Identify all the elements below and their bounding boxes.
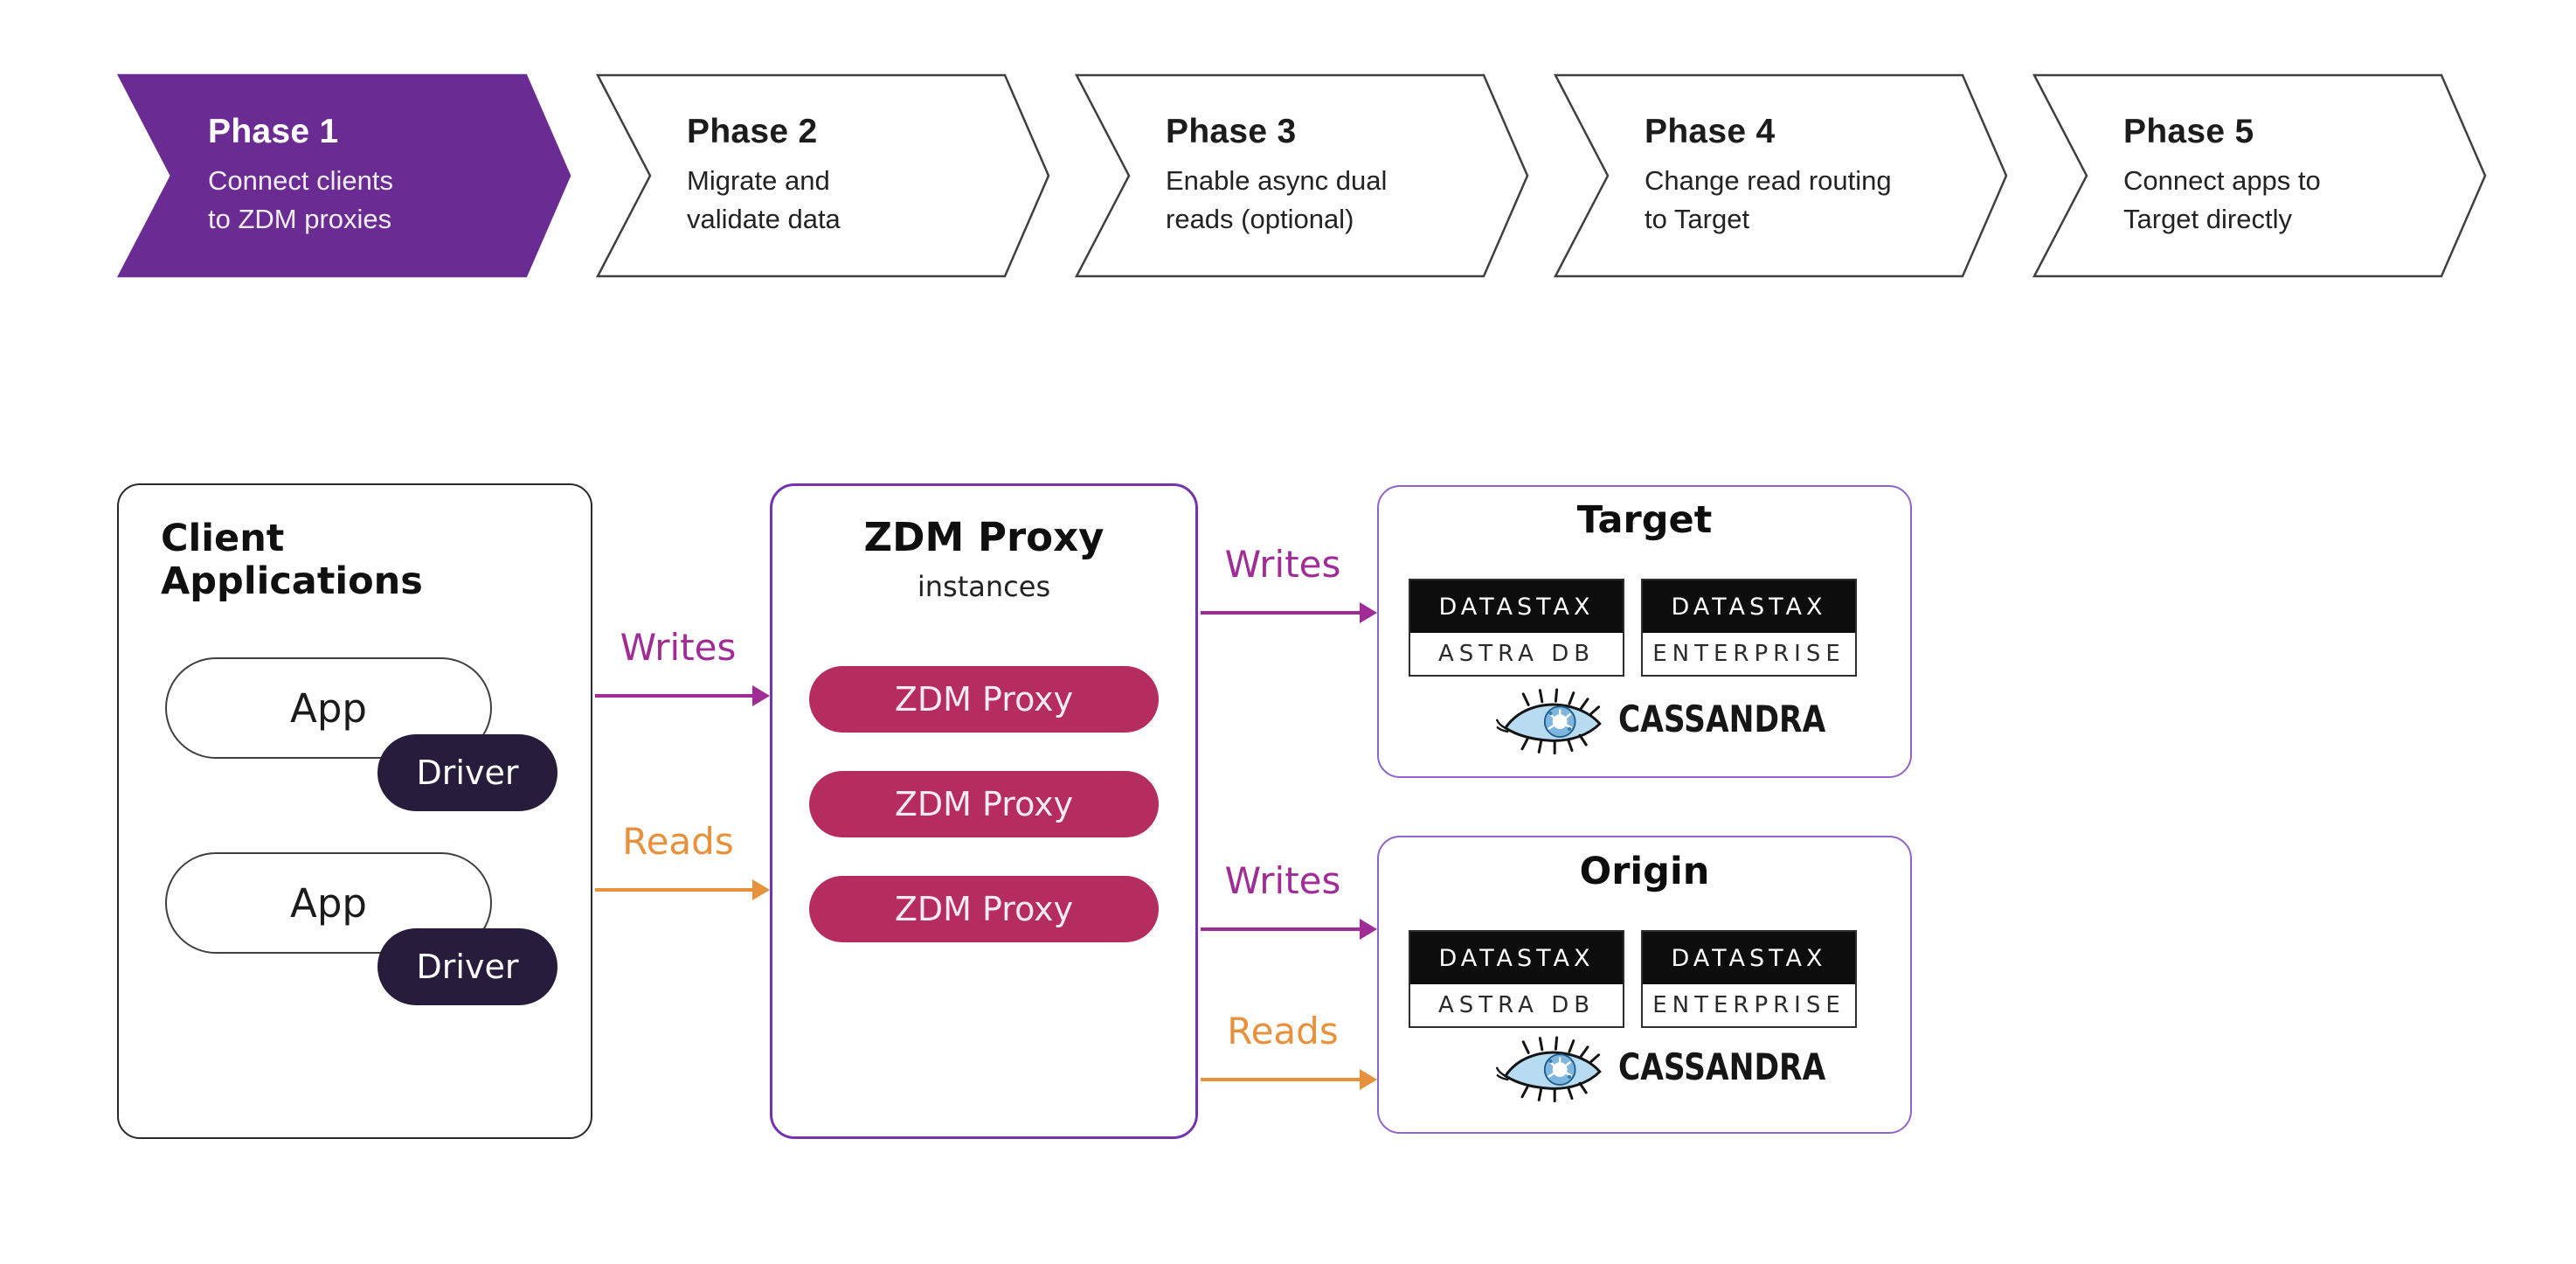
zdm-proxy-subtitle: instances — [917, 570, 1051, 603]
datastax-wordmark: DATASTAX — [1410, 580, 1623, 633]
datastax-enterprise-logo: DATASTAX ENTERPRISE — [1641, 579, 1857, 677]
chevron-shape — [117, 73, 571, 278]
zdm-proxy-title: ZDM Proxy — [863, 514, 1104, 560]
datastax-wordmark: DATASTAX — [1643, 580, 1855, 633]
astra-db-label: ASTRA DB — [1437, 641, 1596, 667]
zdm-proxy-instance: ZDM Proxy — [809, 666, 1159, 733]
writes-label: Writes — [1224, 543, 1341, 586]
writes-label: Writes — [1224, 859, 1341, 902]
chevron-shape — [596, 73, 1050, 278]
cassandra-eye-logo — [1496, 1036, 1602, 1103]
target-title: Target — [1576, 498, 1713, 542]
chevron-shape — [1554, 73, 2008, 278]
astra-db-label: ASTRA DB — [1437, 992, 1596, 1018]
writes-arrow — [1201, 919, 1377, 938]
datastax-wordmark: DATASTAX — [1643, 932, 1855, 984]
driver-label: Driver — [416, 754, 519, 792]
cassandra-wordmark: CASSANDRA — [1618, 698, 1826, 740]
writes-arrow — [1201, 602, 1377, 622]
phase-step-1: Phase 1 Connect clients to ZDM proxies — [117, 73, 571, 278]
zdm-proxy-instance-label: ZDM Proxy — [894, 680, 1074, 719]
enterprise-label: ENTERPRISE — [1652, 992, 1845, 1018]
reads-label: Reads — [1227, 1010, 1339, 1052]
phase-step-5: Phase 5 Connect apps to Target directly — [2032, 73, 2487, 278]
zdm-proxy-instance-label: ZDM Proxy — [894, 785, 1074, 823]
driver-label: Driver — [416, 948, 519, 986]
zdm-proxy-instance-label: ZDM Proxy — [894, 890, 1074, 928]
client-applications-title: Client Applications — [161, 517, 423, 604]
cassandra-wordmark: CASSANDRA — [1618, 1045, 1826, 1088]
datastax-wordmark: DATASTAX — [1410, 932, 1623, 984]
phase-subtitle: Connect apps to Target directly — [2123, 164, 2321, 234]
phase-subtitle: Change read routing to Target — [1645, 164, 1892, 234]
zdm-proxy-instance: ZDM Proxy — [809, 876, 1159, 942]
phase-step-2: Phase 2 Migrate and validate data — [596, 73, 1050, 278]
phase-step-4: Phase 4 Change read routing to Target — [1554, 73, 2008, 278]
datastax-astra-db-logo: DATASTAX ASTRA DB — [1409, 579, 1624, 677]
driver-pill: Driver — [377, 928, 557, 1005]
app-label: App — [290, 879, 367, 927]
phase-title: Phase 3 — [1166, 112, 1297, 150]
datastax-enterprise-logo: DATASTAX ENTERPRISE — [1641, 930, 1857, 1028]
app-pill: App — [165, 852, 492, 954]
chevron-shape — [2032, 73, 2487, 278]
writes-arrow — [595, 685, 770, 705]
origin-title: Origin — [1579, 850, 1710, 893]
client-applications-box — [117, 483, 592, 1139]
phase-subtitle: Connect clients to ZDM proxies — [208, 164, 393, 234]
reads-label: Reads — [622, 820, 734, 863]
writes-label: Writes — [620, 626, 737, 669]
phase-subtitle: Migrate and validate data — [687, 164, 841, 234]
phase-subtitle: Enable async dual reads (optional) — [1166, 164, 1388, 234]
datastax-astra-db-logo: DATASTAX ASTRA DB — [1409, 930, 1624, 1028]
reads-arrow — [1201, 1069, 1377, 1088]
chevron-shape — [1075, 73, 1529, 278]
phase-title: Phase 5 — [2123, 112, 2254, 150]
phase-step-3: Phase 3 Enable async dual reads (optiona… — [1075, 73, 1529, 278]
app-label: App — [290, 684, 367, 732]
enterprise-label: ENTERPRISE — [1652, 641, 1845, 667]
phase-title: Phase 2 — [687, 112, 818, 150]
phase-title: Phase 1 — [208, 112, 339, 150]
reads-arrow — [595, 879, 770, 899]
zdm-proxy-instance: ZDM Proxy — [809, 771, 1159, 837]
cassandra-eye-logo — [1496, 688, 1602, 755]
driver-pill: Driver — [377, 734, 557, 811]
phase-title: Phase 4 — [1645, 112, 1776, 150]
